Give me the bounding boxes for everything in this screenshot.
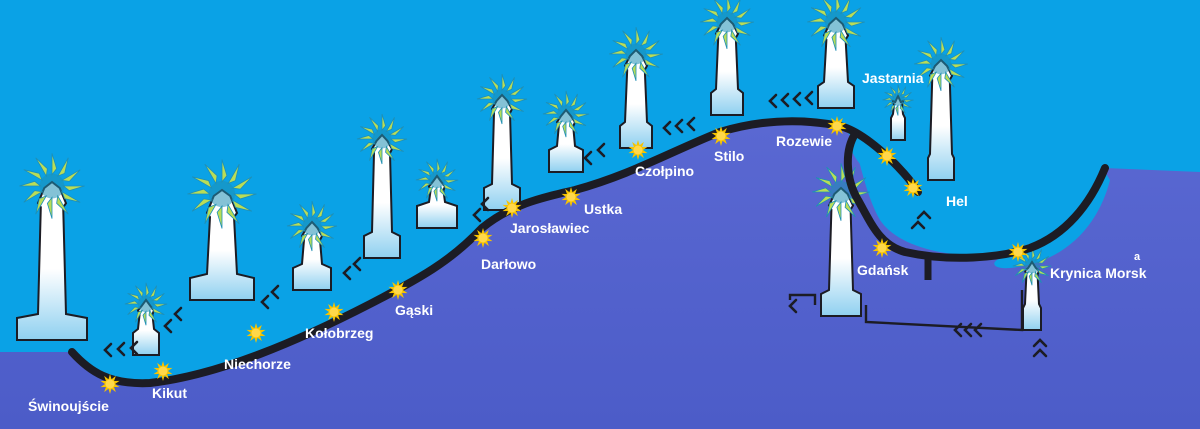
label-ustka: Ustka [584,201,623,217]
label-hel: Hel [946,193,968,209]
lighthouse-light-icon [19,153,85,219]
label-krynica-morska: Krynica Morsk [1050,265,1147,281]
lighthouse-icon [356,113,408,259]
hel-peninsula-route [843,130,1109,262]
lighthouse-light-icon [356,113,408,165]
chevron-arrow-icon [583,150,593,166]
chevron-arrow-icon [910,220,926,230]
label-gdansk: Gdańsk [857,262,909,278]
label-stilo: Stilo [714,148,745,164]
label-kolobrzeg: Kołobrzeg [305,325,374,341]
chevron-arrow-icon [173,306,183,322]
lighthouse-icon [812,163,870,317]
label-czolpino: Czołpino [635,163,695,179]
chevron-arrow-icon [270,284,280,300]
return-route-line [788,290,1024,332]
chevron-arrow-icon [260,294,270,310]
sun-marker-icon [872,238,892,258]
sun-marker-icon [246,323,266,343]
lighthouse-light-icon [187,159,257,229]
lighthouse-icon [476,73,528,211]
lighthouse-icon [913,36,969,181]
lighthouse-light-icon [699,0,755,50]
chevron-arrow-icon [596,142,606,158]
label-swinoujscie: Świnoujście [28,398,109,414]
lighthouse-icon [286,200,338,291]
chevron-arrow-icon [1032,338,1048,348]
label-kikut: Kikut [152,385,187,401]
chevron-arrow-icon [788,298,798,314]
chevron-arrow-icon [780,92,790,108]
chevron-arrow-icon [662,120,672,136]
lighthouse-light-icon [286,200,338,252]
label-gaski: Gąski [395,302,434,318]
label-rozewie: Rozewie [776,133,833,149]
lighthouse-icon [608,26,664,149]
chevron-arrow-icon [116,341,126,357]
chevron-arrow-icon [480,196,490,212]
chevron-arrow-icon [973,322,983,338]
label-niechorze: Niechorze [224,356,291,372]
sun-marker-icon [100,374,120,394]
chevron-arrow-icon [792,91,802,107]
lighthouse-icons [16,0,1052,356]
sun-marker-icon [473,228,493,248]
lighthouse-light-icon [124,282,168,326]
sun-marker-icon [711,126,731,146]
label-darlowo: Darłowo [481,256,537,272]
chevron-arrow-icon [342,265,352,281]
lighthouse-light-icon [476,73,528,125]
chevron-arrow-icon [804,90,814,106]
sun-marker-icon [153,361,173,381]
lighthouse-light-icon [608,26,664,82]
lighthouse-icon [1012,246,1052,331]
sun-marker-icon [324,302,344,322]
lighthouse-icon [542,90,590,173]
sun-marker-icon [388,280,408,300]
chevron-arrow-icon [916,210,932,220]
sun-marker-icon [502,198,522,218]
chevron-arrow-icon [674,118,684,134]
sun-marker-icon [561,187,581,207]
chevron-arrow-icon [1032,348,1048,358]
lighthouse-icon [124,282,168,356]
sun-marker-icon [877,146,897,166]
lighthouse-icon [187,159,257,301]
lighthouse-icon [807,0,865,109]
sun-marker-icon [827,116,847,136]
bay-area [994,172,1110,269]
label-jastarnia: Jastarnia [862,70,924,86]
puck-bay-area [848,140,915,195]
label-krynica-suffix: a [1134,251,1141,263]
lighthouse-light-icon [882,84,914,116]
sun-marker-icon [1008,242,1028,262]
lighthouse-icon [882,84,914,141]
lighthouse-light-icon [807,0,865,51]
lighthouse-light-icon [913,36,969,92]
route-arrows [103,90,1048,358]
lighthouse-icon [16,153,88,341]
lighthouse-icon [415,158,459,229]
chevron-arrow-icon [129,340,139,356]
label-jaroslawiec: Jarosławiec [510,220,590,236]
lighthouse-icon [699,0,755,116]
chevron-arrow-icon [472,207,482,223]
chevron-arrow-icon [963,322,973,338]
lighthouse-light-icon [1012,246,1052,286]
sea-area [0,121,1200,429]
sun-marker-icon [903,178,923,198]
lighthouse-light-icon [415,158,459,202]
chevron-arrow-icon [768,93,778,109]
chevron-arrow-icon [163,318,173,334]
lighthouse-light-icon [542,90,590,138]
chevron-arrow-icon [103,342,113,358]
sun-marker-icon [628,140,648,160]
chevron-arrow-icon [352,256,362,272]
chevron-arrow-icon [686,116,696,132]
route-markers [100,116,1028,394]
